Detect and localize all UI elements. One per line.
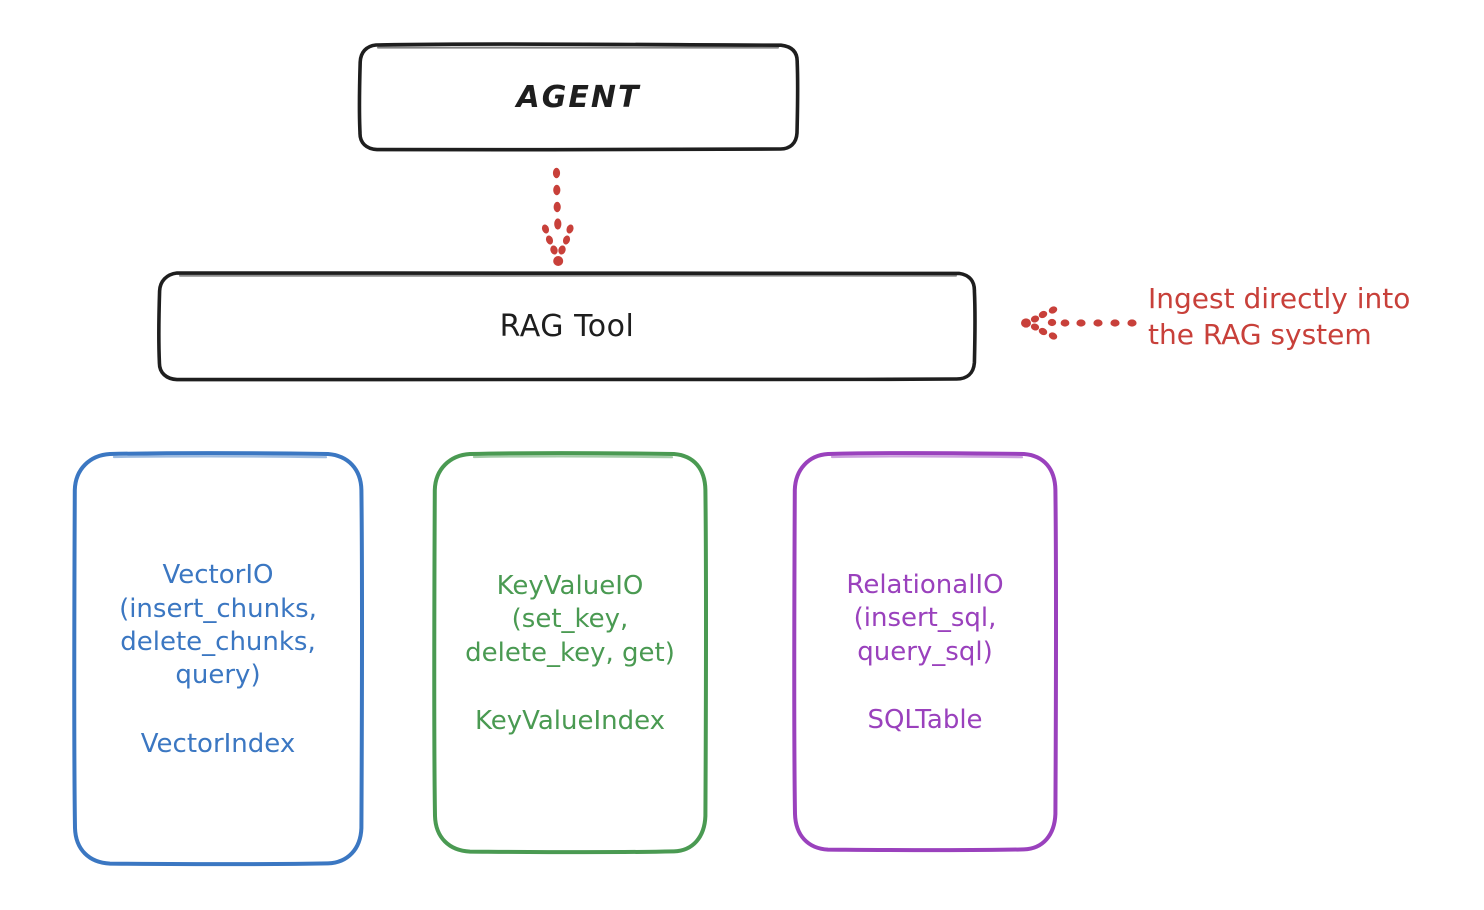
- relational-io-api-label: RelationalIO (insert_sql, query_sql): [846, 570, 1004, 667]
- agent-label-wrap: AGENT: [357, 80, 800, 115]
- annotation-ingest: Ingest directly into the RAG system: [1148, 282, 1411, 351]
- keyvalue-index-label: KeyValueIndex: [474, 705, 666, 736]
- arrow-agent-to-rag-tool: [541, 167, 574, 266]
- vector-io-label-wrap: VectorIO (insert_chunks, delete_chunks, …: [70, 559, 366, 758]
- keyvalue-io-label-wrap: KeyValueIO (set_key, delete_key, get) Ke…: [430, 570, 710, 736]
- node-vector-io[interactable]: VectorIO (insert_chunks, delete_chunks, …: [70, 450, 366, 868]
- relational-io-label-wrap: RelationalIO (insert_sql, query_sql) SQL…: [790, 569, 1060, 735]
- arrow-ingest-to-rag-tool: [1021, 306, 1137, 340]
- keyvalue-io-api-label: KeyValueIO (set_key, delete_key, get): [465, 571, 675, 668]
- vector-index-label: VectorIndex: [140, 728, 296, 759]
- sql-table-label: SQLTable: [867, 704, 983, 735]
- vector-io-api-label: VectorIO (insert_chunks, delete_chunks, …: [119, 560, 317, 691]
- rag-tool-label: RAG Tool: [499, 308, 635, 344]
- rag-tool-label-wrap: RAG Tool: [156, 309, 978, 344]
- node-relational-io[interactable]: RelationalIO (insert_sql, query_sql) SQL…: [790, 450, 1060, 854]
- node-rag-tool[interactable]: RAG Tool: [156, 270, 978, 382]
- agent-label: AGENT: [516, 79, 641, 115]
- node-agent[interactable]: AGENT: [357, 42, 800, 152]
- node-keyvalue-io[interactable]: KeyValueIO (set_key, delete_key, get) Ke…: [430, 450, 710, 856]
